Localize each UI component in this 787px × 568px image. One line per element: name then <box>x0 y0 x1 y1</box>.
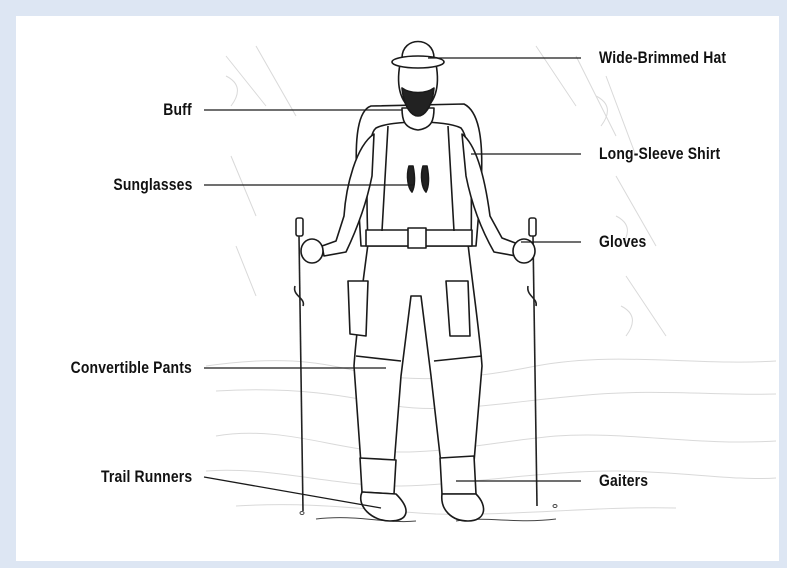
runners-leader <box>204 477 381 508</box>
background-sketch <box>206 46 776 514</box>
label-convertible-pants: Convertible Pants <box>71 358 192 378</box>
label-long-sleeve-shirt: Long-Sleeve Shirt <box>599 144 720 164</box>
label-gaiters: Gaiters <box>599 471 648 491</box>
label-wide-brimmed-hat: Wide-Brimmed Hat <box>599 48 726 68</box>
label-trail-runners: Trail Runners <box>101 467 192 487</box>
label-gloves: Gloves <box>599 232 646 252</box>
diagram-panel: Wide-Brimmed Hat Buff Long-Sleeve Shirt … <box>16 16 779 561</box>
hiker-figure <box>301 42 535 522</box>
label-sunglasses: Sunglasses <box>113 175 192 195</box>
label-buff: Buff <box>163 100 192 120</box>
